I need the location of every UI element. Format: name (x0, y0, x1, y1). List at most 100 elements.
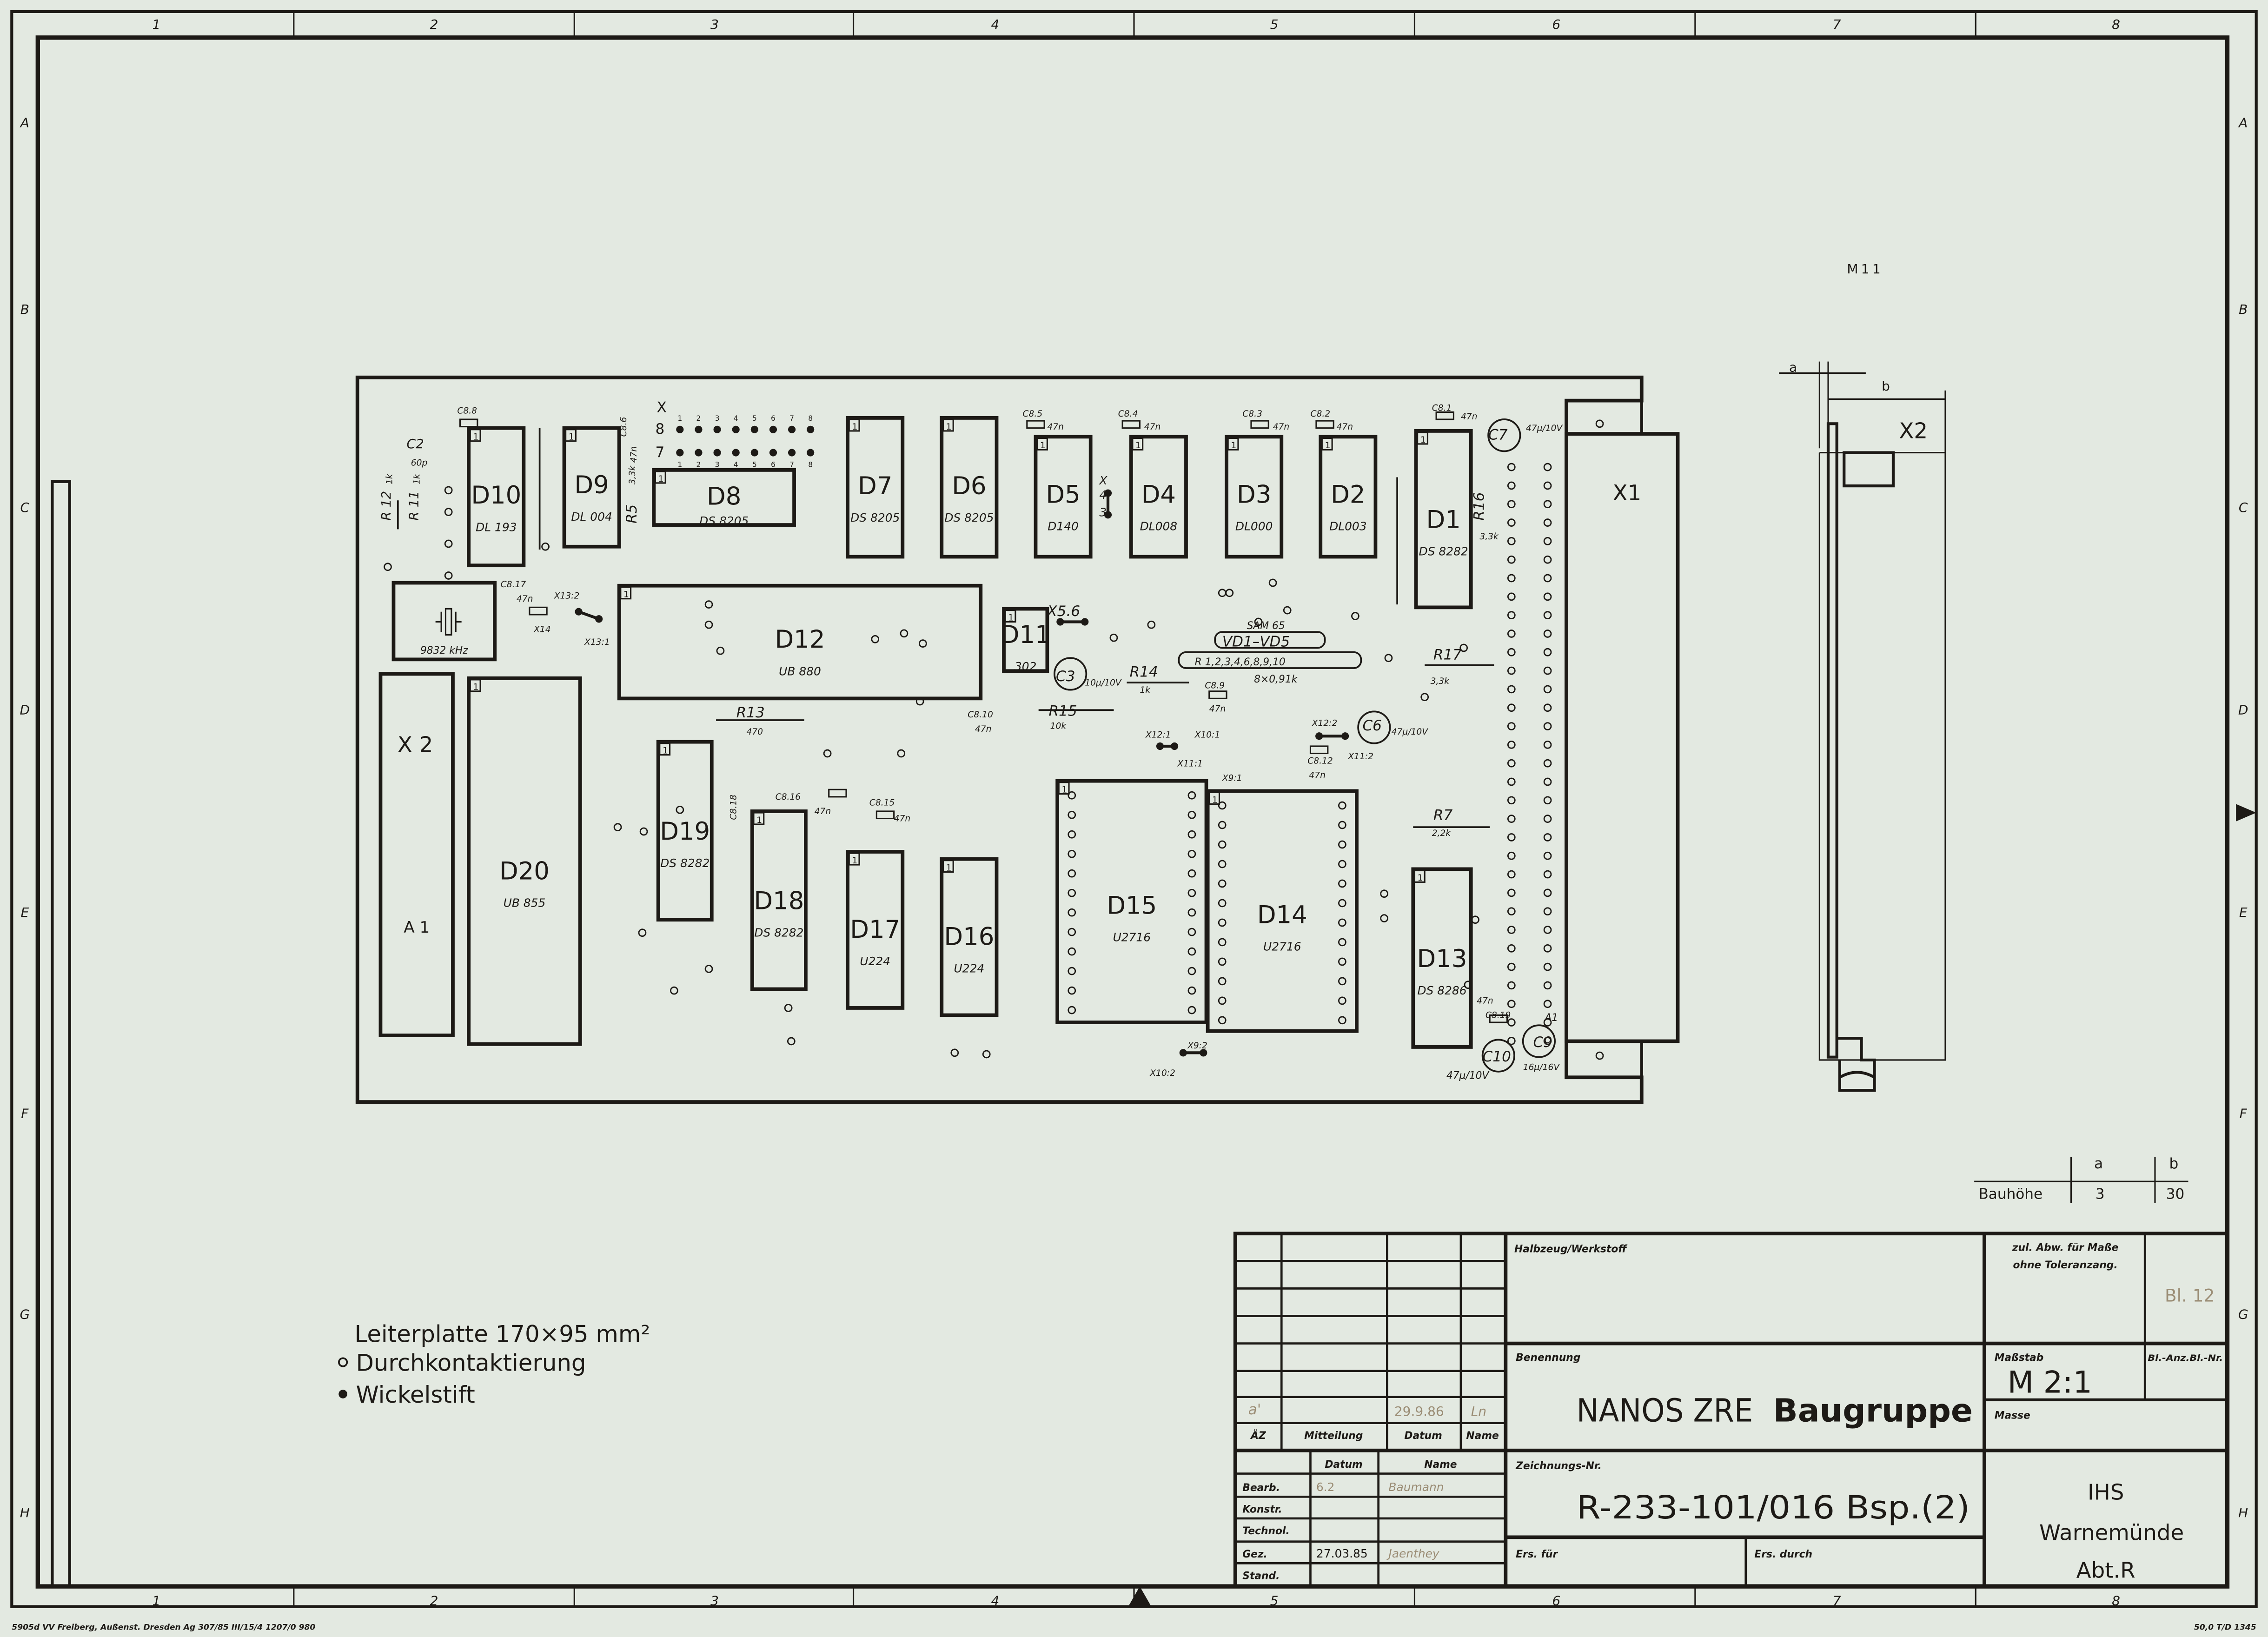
connector-pin (1507, 833, 1516, 842)
grid-row-label: E (20, 905, 29, 920)
via-hole (1068, 869, 1076, 878)
via-hole (1459, 643, 1468, 652)
grid-column-label: 8 (2112, 1593, 2120, 1609)
drawing-number-label: Zeichnungs-Nr. (1515, 1460, 1602, 1472)
connector-pin (1507, 481, 1516, 490)
component-label: 10µ/10V (1085, 678, 1122, 688)
wrap-pin (1104, 489, 1112, 497)
via-hole (1338, 860, 1346, 868)
connector-pin (1507, 518, 1516, 527)
pin1-marker (942, 860, 954, 873)
header-pin-number: 6 (771, 414, 776, 423)
via-hole (1218, 899, 1227, 908)
component-label: A1 (1544, 1012, 1558, 1024)
pin1-label: 1 (473, 683, 479, 692)
grid-column-label: 6 (1552, 1593, 1560, 1609)
via-hole (638, 928, 647, 937)
ic-outline (1034, 435, 1093, 559)
wrap-pin (732, 425, 740, 433)
ic-type: DS 8282 (1419, 545, 1468, 558)
legend-via: Durchkontaktierung (356, 1350, 586, 1377)
grid-row-label: B (2239, 302, 2248, 317)
header-pin-number: 2 (696, 461, 701, 469)
pin1-marker (620, 586, 632, 600)
revision-header: Datum (1404, 1430, 1442, 1442)
component-label: C8.4 (1118, 409, 1138, 419)
component-label: X11:1 (1177, 759, 1203, 769)
component-label: R7 (1433, 807, 1453, 824)
via-hole (676, 805, 684, 814)
grid-column-label: 3 (710, 17, 719, 32)
wrap-pin (769, 449, 777, 457)
connector-pin (1507, 611, 1516, 620)
ic-designator: D14 (1257, 901, 1307, 929)
bauhoehe-val-a: 3 (2096, 1186, 2105, 1203)
via-hole (1218, 821, 1227, 829)
pin1-marker (565, 429, 577, 442)
connector-pin (1543, 926, 1552, 934)
ic-designator: D5 (1046, 480, 1080, 509)
component-label: C8.15 (869, 798, 895, 808)
wrap-pin (807, 449, 815, 457)
tolerance-label: zul. Abw. für Maße (2012, 1242, 2119, 1254)
pin1-marker (1058, 782, 1070, 795)
component-label: 47n (1144, 422, 1161, 432)
bauhoehe-col-a: a (2094, 1155, 2103, 1172)
ic-type: UB 855 (504, 896, 546, 910)
pin1-marker (1004, 610, 1016, 623)
connector-pin (1543, 592, 1552, 601)
via-hole (1187, 849, 1196, 858)
header-pin-number: 7 (789, 414, 794, 423)
component-label: C8.6 (619, 417, 629, 437)
header-pin-number: 8 (808, 414, 813, 423)
ic-type: U2716 (1263, 940, 1301, 953)
connector-x2-sub: A 1 (404, 918, 430, 937)
capacitor-symbol (1315, 420, 1334, 429)
capacitor-symbol (1309, 745, 1329, 755)
pin1-label: 1 (1061, 785, 1067, 795)
component-label: 47n (1209, 704, 1226, 714)
via-hole (1218, 860, 1227, 868)
component-label: C7 (1488, 427, 1508, 444)
connector-pin (1507, 500, 1516, 509)
pin1-label: 1 (1420, 435, 1426, 445)
header-label: X (657, 399, 667, 416)
connector-pin (1543, 981, 1552, 990)
pin1-label: 1 (1008, 613, 1014, 623)
component-label: C8.10 (968, 710, 993, 720)
via-hole (1254, 617, 1263, 626)
grid-row-label: E (2239, 905, 2248, 920)
component-label: C6 (1362, 717, 1382, 734)
component-label: 8×0,91k (1254, 674, 1298, 685)
grid-column-label: 2 (430, 17, 438, 32)
drawing-title: NANOS ZRE (1577, 1392, 1753, 1430)
sign-role: Konstr. (1242, 1504, 1282, 1516)
ic-designator: D3 (1237, 480, 1271, 509)
ic-designator: D11 (1001, 621, 1051, 649)
via-hole (1218, 996, 1227, 1005)
via-hole (1338, 918, 1346, 927)
component-label: C8.5 (1022, 409, 1042, 419)
header-pin-number: 5 (752, 414, 757, 423)
capacitor-symbol (875, 810, 895, 820)
pin1-label: 1 (1418, 873, 1423, 883)
wrap-pin (713, 449, 721, 457)
component-label: X9:1 (1222, 774, 1242, 783)
via-hole (639, 827, 648, 836)
connector-pin (1543, 759, 1552, 768)
via-hole (1351, 612, 1359, 620)
via-hole (1338, 938, 1346, 947)
component-label: 60p (411, 458, 428, 468)
electrolytic-capacitor-icon (1357, 710, 1391, 744)
ic-outline (846, 416, 905, 559)
revision-header: Name (1466, 1430, 1499, 1442)
component-label: 47n (629, 446, 639, 463)
via-hole (823, 749, 832, 758)
via-hole (1187, 791, 1196, 800)
drawing-title-bold: Baugruppe (1773, 1392, 1973, 1430)
company-line: Warnemünde (2039, 1521, 2184, 1546)
grid-row-label: C (20, 500, 30, 515)
dimension-b-label: b (1882, 378, 1890, 394)
